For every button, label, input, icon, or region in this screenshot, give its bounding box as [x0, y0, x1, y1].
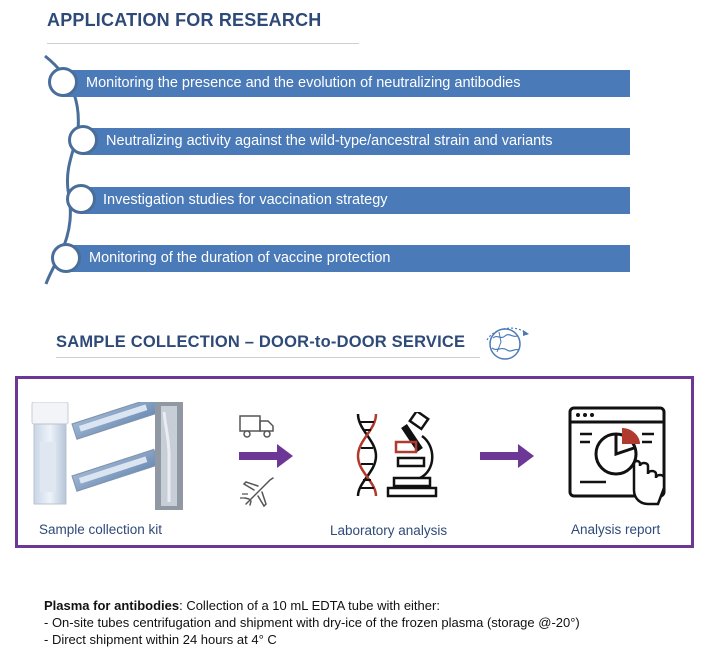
microscope-icon [386, 412, 438, 498]
collection-label: Plasma for antibodies [44, 598, 180, 613]
globe-icon [486, 327, 529, 360]
research-title-divider [47, 43, 359, 44]
timeline-node [66, 184, 96, 214]
timeline-node [51, 243, 81, 273]
sample-title-divider [56, 357, 480, 358]
step-caption-kit: Sample collection kit [39, 522, 163, 537]
research-title: APPLICATION FOR RESEARCH [47, 10, 322, 30]
timeline-node [48, 67, 78, 97]
research-item: Monitoring of the duration of vaccine pr… [64, 245, 630, 272]
airplane-icon [240, 477, 274, 508]
sample-kit-image [31, 402, 183, 510]
collection-option-1: - On-site tubes centrifugation and shipm… [44, 615, 580, 630]
arrow-right-icon [239, 444, 293, 468]
dna-icon [356, 413, 378, 497]
truck-icon [239, 415, 274, 438]
step-caption-lab: Laboratory analysis [330, 523, 448, 538]
research-item: Monitoring the presence and the evolutio… [62, 70, 630, 97]
arrow-right-icon [480, 444, 534, 468]
timeline-node [68, 125, 98, 155]
report-chart-icon [568, 406, 666, 506]
collection-instructions: Plasma for antibodies: Collection of a 1… [44, 597, 580, 648]
research-item: Neutralizing activity against the wild-t… [82, 128, 630, 155]
research-item: Investigation studies for vaccination st… [80, 187, 630, 214]
collection-intro: Plasma for antibodies: Collection of a 1… [44, 597, 580, 614]
step-caption-report: Analysis report [571, 522, 661, 537]
sample-title: SAMPLE COLLECTION – DOOR-to-DOOR SERVICE [56, 333, 466, 351]
collection-option-2: - Direct shipment within 24 hours at 4° … [44, 632, 277, 647]
sample-process-frame [15, 376, 694, 548]
collection-intro-text: : Collection of a 10 mL EDTA tube with e… [179, 598, 440, 613]
